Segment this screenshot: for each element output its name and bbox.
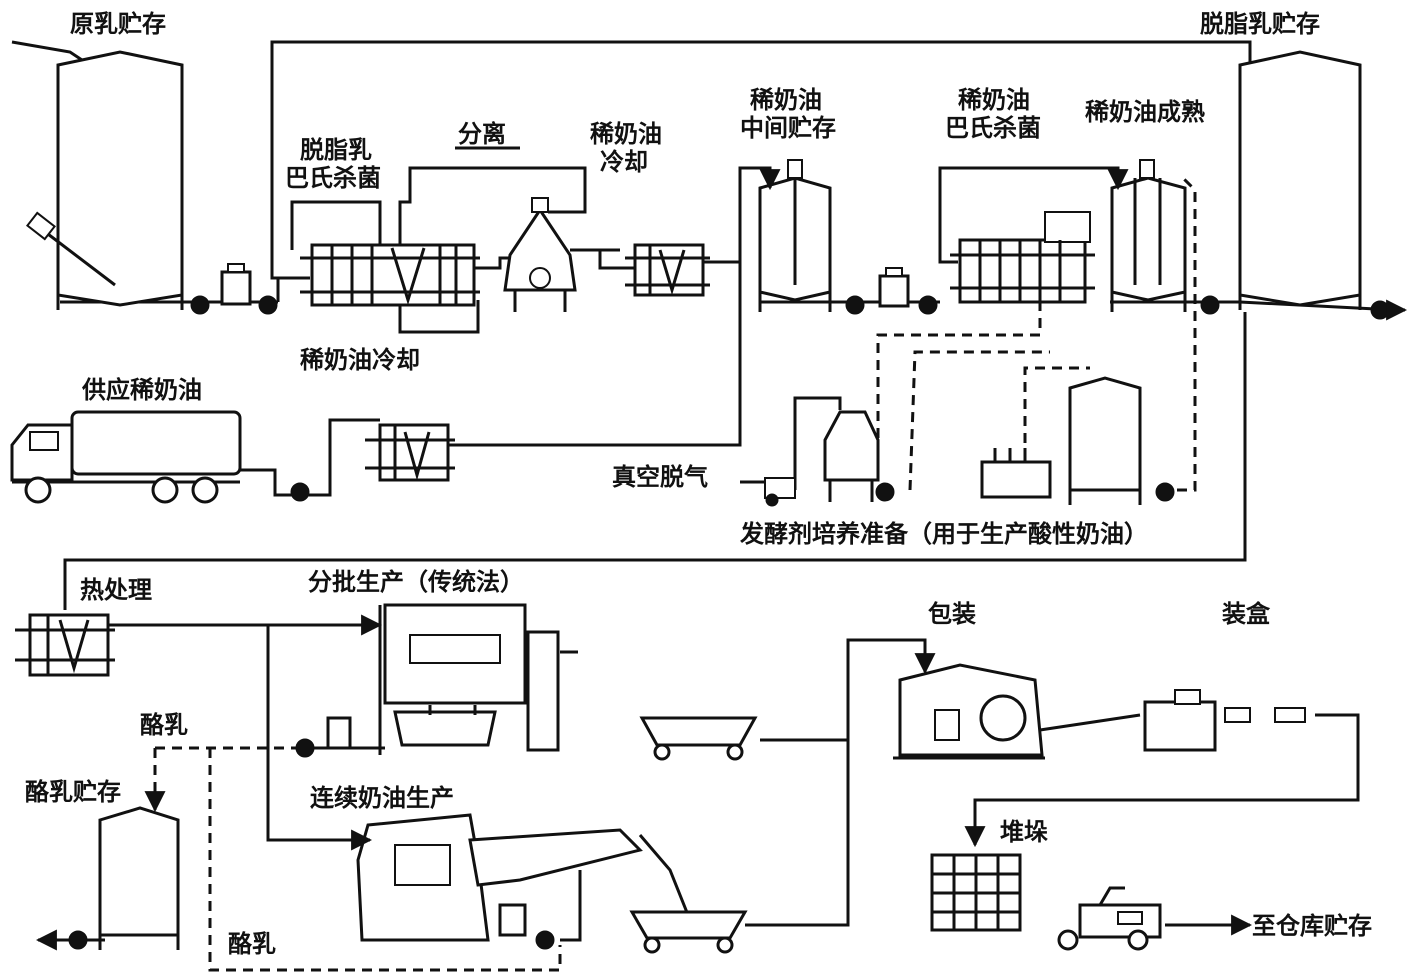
label-to-warehouse: 至仓库贮存 bbox=[1252, 911, 1372, 940]
label-cream-pasteurize-2: 巴氏杀菌 bbox=[945, 113, 1041, 142]
butter-carts bbox=[629, 716, 758, 954]
label-packaging: 包装 bbox=[928, 599, 976, 628]
label-cream-buffer-2: 中间贮存 bbox=[740, 113, 836, 142]
buttermilk-storage-tank bbox=[98, 806, 180, 950]
label-buttermilk-1: 酪乳 bbox=[140, 710, 188, 739]
pallet-stack bbox=[930, 853, 1022, 932]
label-cream-cool-top-1: 稀奶油 bbox=[590, 119, 662, 148]
batch-butter-churn bbox=[378, 603, 578, 755]
label-cream-pasteurize-1: 稀奶油 bbox=[958, 85, 1030, 114]
label-heat-treatment: 热处理 bbox=[80, 575, 152, 604]
buttermilk-receiver bbox=[326, 716, 352, 750]
cream-pasteurizer bbox=[950, 211, 1095, 304]
label-cartoning: 装盒 bbox=[1222, 599, 1271, 628]
cream-supply-truck bbox=[10, 410, 242, 504]
small-buffer-tanks bbox=[220, 263, 910, 308]
pumps bbox=[68, 295, 1390, 950]
label-separation: 分离 bbox=[458, 119, 506, 148]
label-raw-milk-storage: 原乳贮存 bbox=[70, 9, 166, 38]
cream-buffer-tank bbox=[758, 159, 832, 312]
starter-culture-tank bbox=[1068, 376, 1142, 505]
starter-culture-apparatus bbox=[980, 448, 1052, 499]
flow-arrows bbox=[35, 169, 1408, 951]
cartoning-machine bbox=[1143, 689, 1306, 752]
label-cream-ripening: 稀奶油成熟 bbox=[1085, 97, 1205, 126]
cream-supply-heat-exchanger bbox=[365, 423, 455, 482]
label-cream-supply: 供应稀奶油 bbox=[81, 375, 202, 404]
label-cream-cooling: 稀奶油冷却 bbox=[300, 345, 420, 374]
skim-milk-pasteurizer bbox=[300, 243, 480, 307]
label-skim-pasteurize-2: 巴氏杀菌 bbox=[285, 163, 381, 192]
label-vacuum-deaeration: 真空脱气 bbox=[612, 462, 708, 491]
cream-cooler-top bbox=[625, 243, 710, 297]
heat-treatment-exchanger bbox=[15, 613, 115, 677]
packaging-machine bbox=[893, 663, 1045, 760]
raw-milk-tank bbox=[26, 50, 184, 310]
label-batch-production: 分批生产（传统法） bbox=[308, 567, 524, 596]
cream-ripening-tank bbox=[1110, 159, 1187, 312]
starter-culture-dashed-lines bbox=[153, 173, 1197, 972]
label-cream-cool-top-2: 冷却 bbox=[600, 147, 648, 176]
process-pipes bbox=[11, 40, 1396, 942]
label-continuous-production: 连续奶油生产 bbox=[310, 783, 454, 812]
label-palletizing: 堆垛 bbox=[1000, 817, 1048, 846]
forklift bbox=[1057, 886, 1162, 951]
label-cream-buffer-1: 稀奶油 bbox=[750, 85, 822, 114]
label-starter-prep: 发酵剂培养准备（用于生产酸性奶油） bbox=[739, 519, 1148, 548]
label-buttermilk-2: 酪乳 bbox=[228, 929, 276, 958]
label-skim-milk-storage: 脱脂乳贮存 bbox=[1200, 9, 1320, 38]
skim-milk-tank bbox=[1238, 50, 1362, 310]
centrifugal-separator bbox=[503, 197, 577, 312]
vacuum-deaerator bbox=[764, 410, 880, 507]
label-skim-pasteurize-1: 脱脂乳 bbox=[300, 135, 372, 164]
continuous-butter-machine bbox=[356, 813, 692, 942]
label-buttermilk-storage: 酪乳贮存 bbox=[25, 777, 121, 806]
